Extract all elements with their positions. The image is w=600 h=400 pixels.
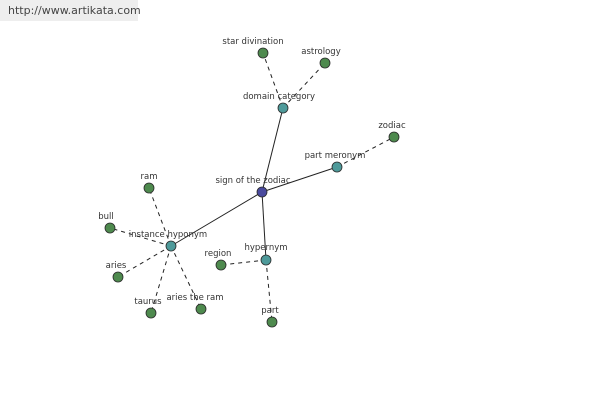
label-instance-hyponym[interactable]: instance hyponym xyxy=(129,230,207,240)
label-region[interactable]: region xyxy=(205,249,232,259)
node-aries[interactable] xyxy=(112,271,124,283)
node-aries-the-ram[interactable] xyxy=(195,303,207,315)
edge-instance-hyponym-aries xyxy=(117,245,172,278)
node-part-meronym[interactable] xyxy=(331,161,343,173)
edge-root-hypernym xyxy=(261,191,267,261)
edge-root-domain-category xyxy=(261,107,284,193)
node-region[interactable] xyxy=(215,259,227,271)
label-ram[interactable]: ram xyxy=(141,172,158,182)
edge-instance-hyponym-taurus xyxy=(150,245,172,314)
node-zodiac[interactable] xyxy=(388,131,400,143)
edge-instance-hyponym-aries-the-ram xyxy=(170,245,202,310)
label-domain-category[interactable]: domain category xyxy=(243,92,315,102)
edge-hypernym-part xyxy=(265,259,273,323)
edge-domain-category-astrology xyxy=(282,62,326,109)
label-bull[interactable]: bull xyxy=(98,212,114,222)
node-taurus[interactable] xyxy=(145,307,157,319)
label-part[interactable]: part xyxy=(261,306,279,316)
label-zodiac[interactable]: zodiac xyxy=(378,121,406,131)
node-ram[interactable] xyxy=(143,182,155,194)
label-star-divination[interactable]: star divination xyxy=(222,37,283,47)
label-aries[interactable]: aries xyxy=(106,261,127,271)
node-part[interactable] xyxy=(266,316,278,328)
node-root[interactable] xyxy=(256,186,268,198)
edge-instance-hyponym-bull xyxy=(109,227,172,247)
label-astrology[interactable]: astrology xyxy=(301,47,340,57)
node-bull[interactable] xyxy=(104,222,116,234)
label-part-meronym[interactable]: part meronym xyxy=(305,151,366,161)
label-root[interactable]: sign of the zodiac xyxy=(215,176,290,186)
edge-domain-category-star-divination xyxy=(262,52,284,109)
edge-root-instance-hyponym xyxy=(170,191,263,247)
node-instance-hyponym[interactable] xyxy=(165,240,177,252)
edge-instance-hyponym-ram xyxy=(148,187,172,247)
node-star-divination[interactable] xyxy=(257,47,269,59)
label-hypernym[interactable]: hypernym xyxy=(244,243,287,253)
label-taurus[interactable]: taurus xyxy=(134,297,162,307)
node-astrology[interactable] xyxy=(319,57,331,69)
edge-part-meronym-zodiac xyxy=(336,136,395,168)
site-url-link[interactable]: http://www.artikata.com xyxy=(0,0,141,21)
node-hypernym[interactable] xyxy=(260,254,272,266)
edge-hypernym-region xyxy=(220,259,267,266)
label-aries-the-ram[interactable]: aries the ram xyxy=(166,293,223,303)
edge-root-part-meronym xyxy=(261,166,338,193)
node-domain-category[interactable] xyxy=(277,102,289,114)
